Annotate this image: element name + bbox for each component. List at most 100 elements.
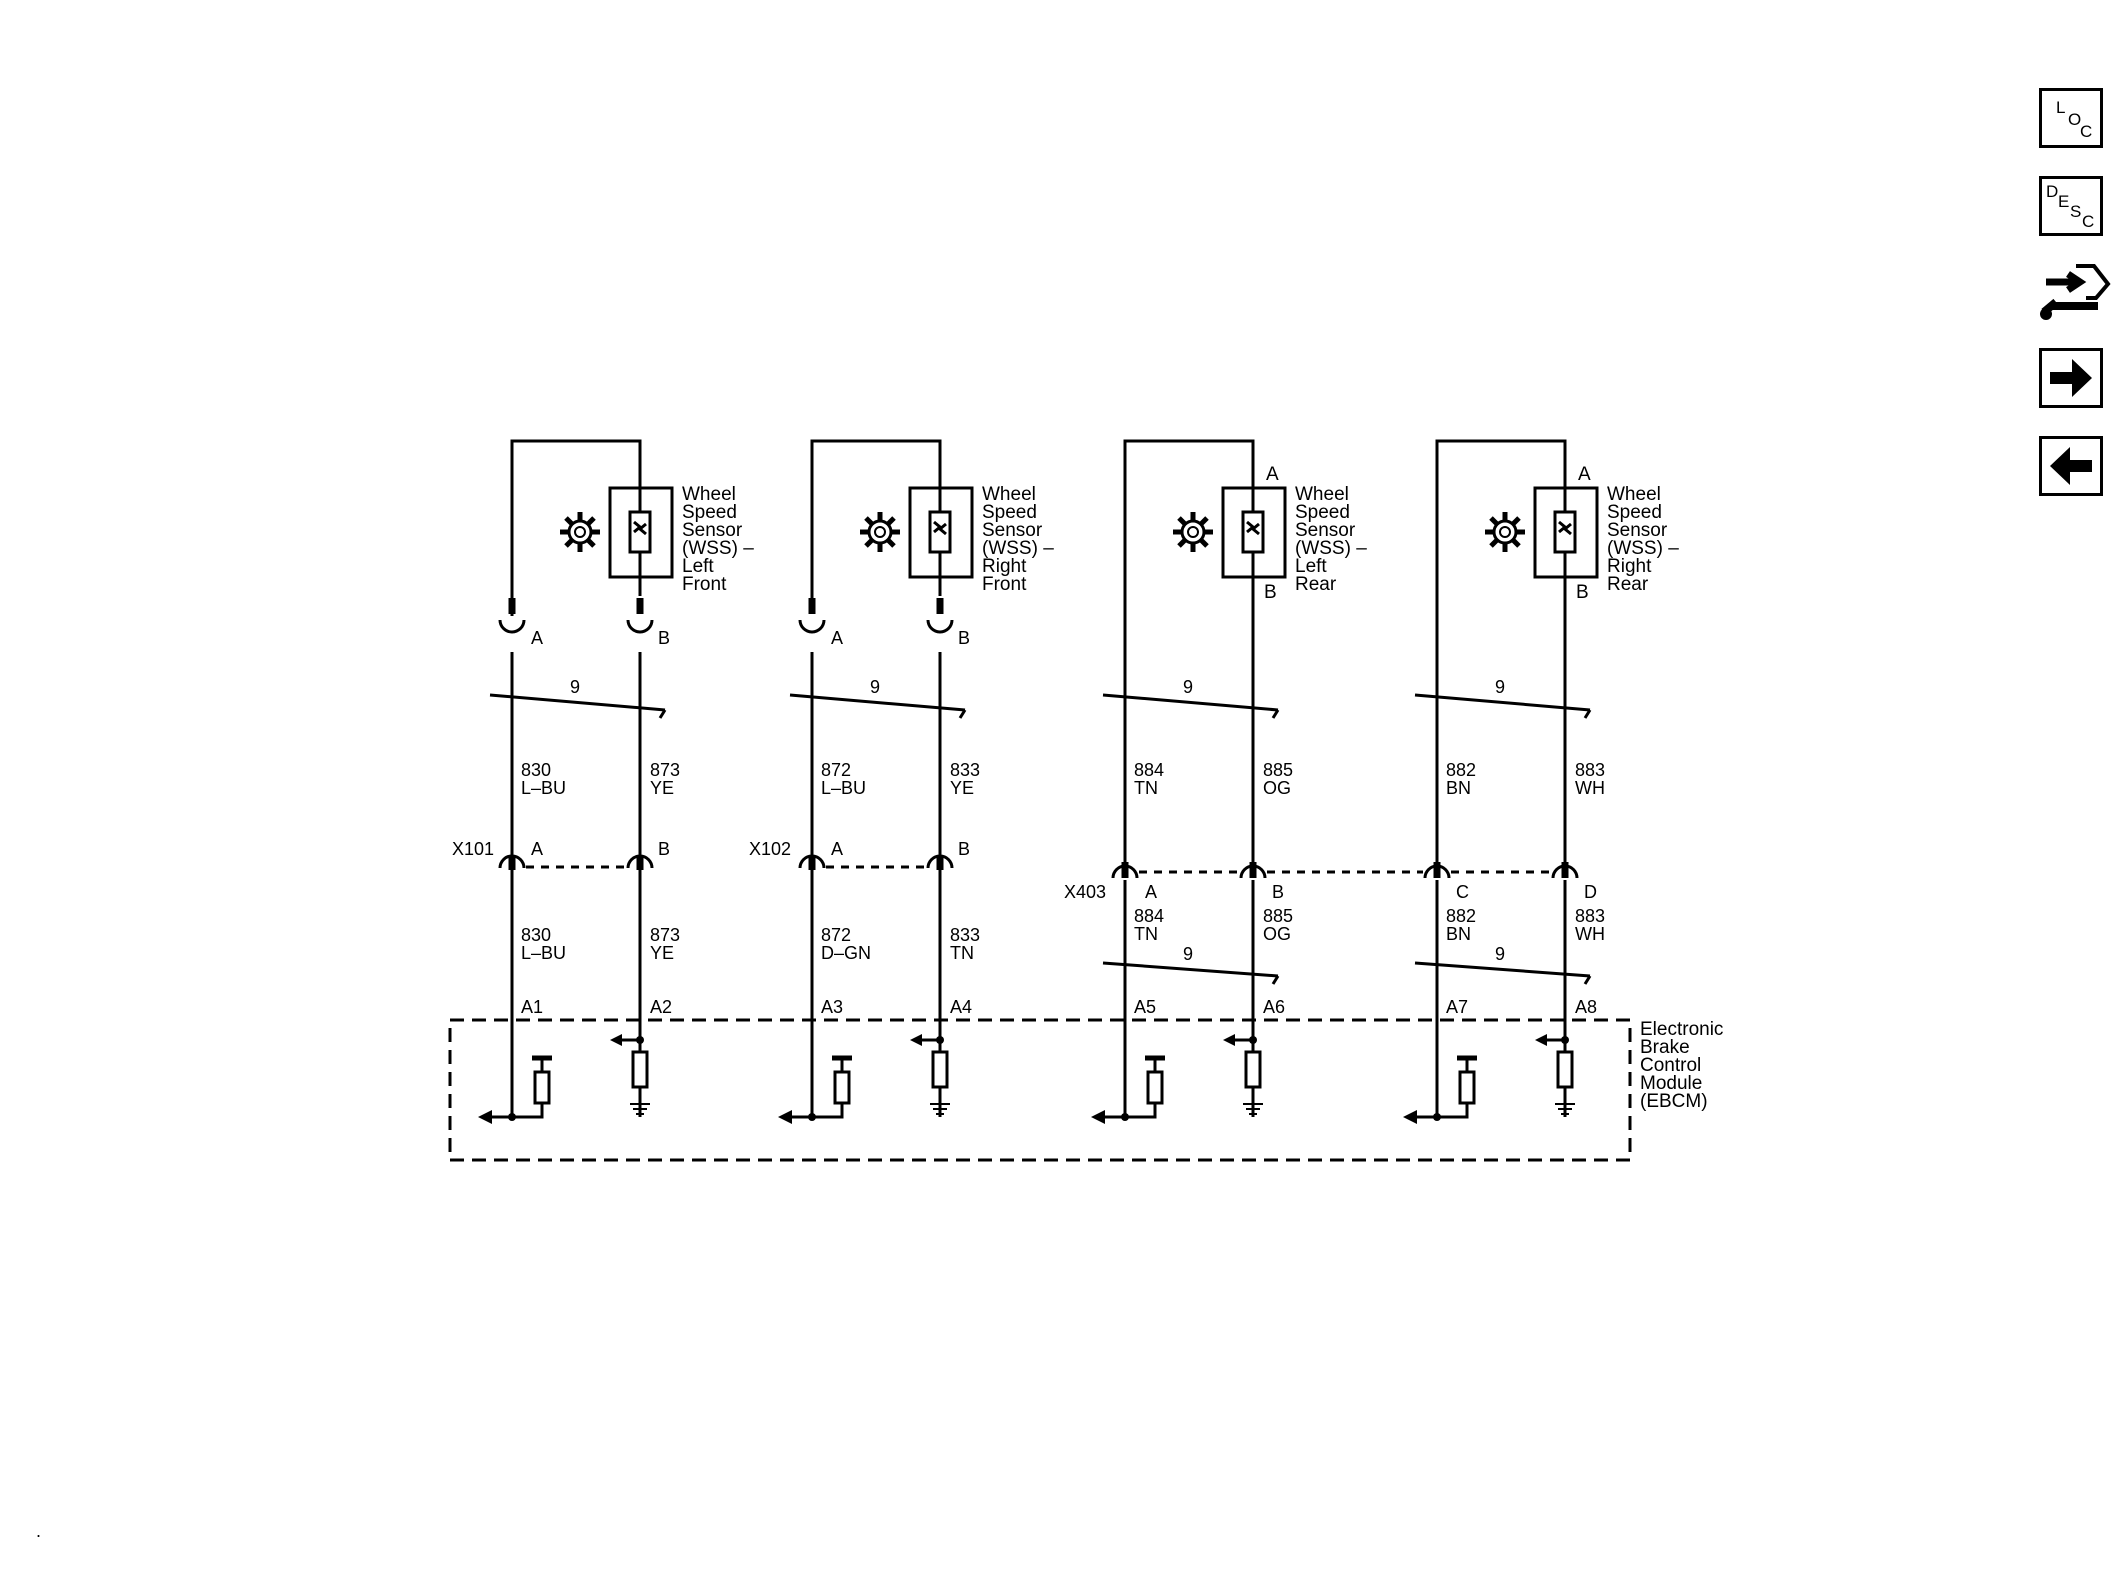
svg-text:BN: BN bbox=[1446, 924, 1471, 944]
svg-text:A3: A3 bbox=[821, 997, 843, 1017]
svg-text:Right: Right bbox=[1607, 556, 1652, 577]
tone-wheel-gear-icon bbox=[1485, 512, 1525, 552]
svg-text:9: 9 bbox=[1183, 944, 1193, 964]
svg-text:872: 872 bbox=[821, 925, 851, 945]
svg-text:Speed: Speed bbox=[1607, 502, 1662, 523]
location-button[interactable]: L O C bbox=[2039, 88, 2103, 148]
terminal-stubs bbox=[508, 598, 1569, 878]
svg-text:883: 883 bbox=[1575, 760, 1605, 780]
loc-letter: O bbox=[2068, 110, 2082, 129]
svg-text:Left: Left bbox=[682, 556, 714, 577]
svg-text:(WSS) –: (WSS) – bbox=[1607, 538, 1679, 559]
svg-text:TN: TN bbox=[1134, 924, 1158, 944]
diagnostic-connector-icon[interactable] bbox=[2036, 254, 2116, 330]
svg-text:Speed: Speed bbox=[1295, 502, 1350, 523]
svg-text:D: D bbox=[1584, 882, 1597, 902]
svg-text:TN: TN bbox=[950, 943, 974, 963]
tone-wheel-gear-icon bbox=[560, 512, 600, 552]
svg-text:Right: Right bbox=[982, 556, 1027, 577]
tone-wheel-gear-icon bbox=[860, 512, 900, 552]
sensor-boxes bbox=[608, 486, 1599, 579]
svg-text:Wheel: Wheel bbox=[682, 484, 736, 505]
svg-text:873: 873 bbox=[650, 925, 680, 945]
svg-text:C: C bbox=[1456, 882, 1469, 902]
svg-text:X403: X403 bbox=[1064, 882, 1106, 902]
svg-text:B: B bbox=[1576, 582, 1589, 603]
svg-text:A: A bbox=[1578, 464, 1591, 485]
twisted-pair-counts: 9 9 9 9 9 9 bbox=[570, 677, 1505, 964]
svg-text:L–BU: L–BU bbox=[821, 778, 866, 798]
svg-text:Brake: Brake bbox=[1640, 1037, 1690, 1058]
svg-text:Left: Left bbox=[1295, 556, 1327, 577]
svg-text:(WSS) –: (WSS) – bbox=[982, 538, 1054, 559]
svg-text:YE: YE bbox=[950, 778, 974, 798]
svg-text:Sensor: Sensor bbox=[682, 520, 743, 541]
svg-text:Wheel: Wheel bbox=[1607, 484, 1661, 505]
svg-text:L–BU: L–BU bbox=[521, 943, 566, 963]
desc-letter: S bbox=[2070, 202, 2082, 221]
svg-text:A: A bbox=[1145, 882, 1157, 902]
svg-text:Rear: Rear bbox=[1607, 574, 1649, 595]
svg-text:D–GN: D–GN bbox=[821, 943, 871, 963]
svg-text:A5: A5 bbox=[1134, 997, 1156, 1017]
footer-mark: . bbox=[36, 1521, 41, 1541]
svg-text:Rear: Rear bbox=[1295, 574, 1337, 595]
ebcm-internal-circuits bbox=[485, 1038, 1574, 1119]
svg-text:Wheel: Wheel bbox=[1295, 484, 1349, 505]
connector-x403-body bbox=[1111, 864, 1579, 879]
svg-text:X101: X101 bbox=[452, 839, 494, 859]
ebcm-junctions bbox=[478, 1034, 1569, 1124]
svg-text:Wheel: Wheel bbox=[982, 484, 1036, 505]
svg-text:833: 833 bbox=[950, 925, 980, 945]
tone-wheel-gear-icon bbox=[1173, 512, 1213, 552]
svg-text:Module: Module bbox=[1640, 1073, 1702, 1094]
svg-text:830: 830 bbox=[521, 925, 551, 945]
svg-text:X102: X102 bbox=[749, 839, 791, 859]
svg-text:A8: A8 bbox=[1575, 997, 1597, 1017]
svg-text:9: 9 bbox=[570, 677, 580, 697]
svg-text:Front: Front bbox=[982, 574, 1027, 595]
svg-text:9: 9 bbox=[1495, 677, 1505, 697]
svg-text:BN: BN bbox=[1446, 778, 1471, 798]
svg-text:9: 9 bbox=[870, 677, 880, 697]
svg-text:Speed: Speed bbox=[982, 502, 1037, 523]
svg-text:B: B bbox=[658, 839, 670, 859]
svg-text:9: 9 bbox=[1495, 944, 1505, 964]
svg-text:833: 833 bbox=[950, 760, 980, 780]
svg-text:873: 873 bbox=[650, 760, 680, 780]
svg-text:(EBCM): (EBCM) bbox=[1640, 1091, 1708, 1112]
svg-text:882: 882 bbox=[1446, 760, 1476, 780]
svg-text:885: 885 bbox=[1263, 760, 1293, 780]
loc-letter: C bbox=[2080, 122, 2093, 141]
svg-text:WH: WH bbox=[1575, 778, 1605, 798]
svg-text:883: 883 bbox=[1575, 906, 1605, 926]
svg-text:YE: YE bbox=[650, 943, 674, 963]
svg-text:A6: A6 bbox=[1263, 997, 1285, 1017]
next-page-button[interactable] bbox=[2039, 348, 2103, 408]
previous-page-button[interactable] bbox=[2039, 436, 2103, 496]
svg-text:Sensor: Sensor bbox=[1295, 520, 1356, 541]
svg-text:B: B bbox=[1264, 582, 1277, 603]
desc-letter: C bbox=[2082, 212, 2095, 231]
svg-text:Sensor: Sensor bbox=[1607, 520, 1668, 541]
svg-text:9: 9 bbox=[1183, 677, 1193, 697]
svg-text:Front: Front bbox=[682, 574, 727, 595]
description-button[interactable]: D E S C bbox=[2039, 176, 2103, 236]
svg-text:830: 830 bbox=[521, 760, 551, 780]
svg-text:Sensor: Sensor bbox=[982, 520, 1043, 541]
svg-text:A: A bbox=[831, 628, 843, 648]
ebcm-module-label: Electronic Brake Control Module (EBCM) bbox=[1640, 1019, 1723, 1112]
svg-text:A: A bbox=[531, 839, 543, 859]
svg-text:A4: A4 bbox=[950, 997, 972, 1017]
svg-text:Speed: Speed bbox=[682, 502, 737, 523]
svg-text:OG: OG bbox=[1263, 924, 1291, 944]
sensor-coils bbox=[628, 510, 1577, 554]
svg-text:A: A bbox=[531, 628, 543, 648]
